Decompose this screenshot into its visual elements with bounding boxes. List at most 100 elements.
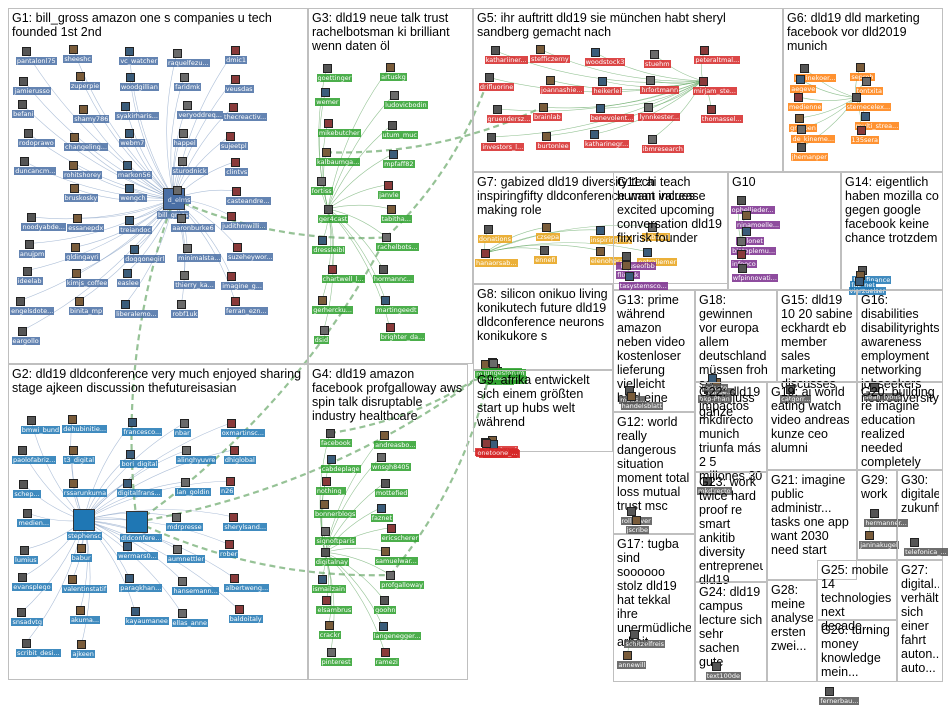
node-avatar[interactable] <box>796 75 805 84</box>
node-avatar[interactable] <box>17 608 26 617</box>
node-avatar[interactable] <box>19 480 28 489</box>
node-avatar[interactable] <box>856 63 865 72</box>
node-avatar[interactable] <box>318 296 327 305</box>
node-avatar[interactable] <box>327 648 336 657</box>
node-avatar[interactable] <box>173 545 182 554</box>
node-avatar[interactable] <box>16 297 25 306</box>
node-avatar[interactable] <box>321 548 330 557</box>
node-avatar[interactable] <box>324 205 333 214</box>
node-avatar[interactable] <box>387 524 396 533</box>
node-avatar[interactable] <box>18 327 27 336</box>
node-avatar[interactable] <box>648 135 657 144</box>
node-avatar[interactable] <box>379 622 388 631</box>
node-avatar[interactable] <box>328 265 337 274</box>
node-avatar[interactable] <box>861 112 870 121</box>
node-avatar[interactable] <box>25 240 34 249</box>
node-avatar[interactable] <box>231 158 240 167</box>
node-avatar[interactable] <box>800 64 809 73</box>
node-avatar[interactable] <box>126 511 148 533</box>
node-avatar[interactable] <box>180 419 189 428</box>
node-avatar[interactable] <box>18 573 27 582</box>
node-avatar[interactable] <box>235 605 244 614</box>
node-avatar[interactable] <box>632 516 641 525</box>
node-avatar[interactable] <box>125 216 134 225</box>
node-avatar[interactable] <box>910 538 919 547</box>
node-avatar[interactable] <box>320 326 329 335</box>
node-avatar[interactable] <box>177 300 186 309</box>
node-avatar[interactable] <box>742 211 751 220</box>
node-avatar[interactable] <box>707 105 716 114</box>
node-avatar[interactable] <box>386 63 395 72</box>
node-avatar[interactable] <box>865 531 874 540</box>
node-avatar[interactable] <box>321 527 330 536</box>
node-avatar[interactable] <box>325 621 334 630</box>
node-avatar[interactable] <box>737 196 746 205</box>
node-avatar[interactable] <box>737 237 746 246</box>
node-avatar[interactable] <box>650 50 659 59</box>
node-avatar[interactable] <box>738 264 747 273</box>
node-avatar[interactable] <box>389 150 398 159</box>
node-avatar[interactable] <box>182 446 191 455</box>
node-avatar[interactable] <box>825 687 834 696</box>
node-avatar[interactable] <box>18 446 27 455</box>
node-avatar[interactable] <box>76 72 85 81</box>
node-avatar[interactable] <box>327 455 336 464</box>
node-avatar[interactable] <box>862 77 871 86</box>
node-avatar[interactable] <box>379 265 388 274</box>
node-avatar[interactable] <box>183 101 192 110</box>
node-avatar[interactable] <box>539 103 548 112</box>
node-avatar[interactable] <box>180 271 189 280</box>
node-avatar[interactable] <box>324 119 333 128</box>
node-avatar[interactable] <box>482 439 491 448</box>
node-avatar[interactable] <box>596 226 605 235</box>
node-avatar[interactable] <box>70 184 79 193</box>
node-avatar[interactable] <box>797 143 806 152</box>
node-avatar[interactable] <box>322 596 331 605</box>
node-avatar[interactable] <box>322 477 331 486</box>
node-avatar[interactable] <box>630 630 639 639</box>
node-avatar[interactable] <box>857 126 866 135</box>
node-avatar[interactable] <box>226 132 235 141</box>
node-avatar[interactable] <box>71 243 80 252</box>
node-avatar[interactable] <box>125 47 134 56</box>
node-avatar[interactable] <box>377 504 386 513</box>
node-avatar[interactable] <box>489 359 498 368</box>
node-avatar[interactable] <box>627 507 636 516</box>
node-avatar[interactable] <box>123 269 132 278</box>
node-avatar[interactable] <box>540 246 549 255</box>
node-avatar[interactable] <box>69 479 78 488</box>
node-avatar[interactable] <box>225 540 234 549</box>
node-avatar[interactable] <box>491 46 500 55</box>
node-avatar[interactable] <box>18 100 27 109</box>
node-avatar[interactable] <box>596 247 605 256</box>
node-avatar[interactable] <box>546 76 555 85</box>
node-avatar[interactable] <box>622 252 631 261</box>
node-avatar[interactable] <box>737 250 746 259</box>
node-avatar[interactable] <box>70 133 79 142</box>
node-avatar[interactable] <box>627 392 636 401</box>
node-avatar[interactable] <box>317 177 326 186</box>
node-avatar[interactable] <box>75 297 84 306</box>
node-avatar[interactable] <box>180 73 189 82</box>
node-avatar[interactable] <box>390 91 399 100</box>
node-avatar[interactable] <box>121 102 130 111</box>
node-avatar[interactable] <box>326 429 335 438</box>
node-avatar[interactable] <box>386 323 395 332</box>
node-avatar[interactable] <box>387 205 396 214</box>
node-avatar[interactable] <box>68 415 77 424</box>
node-avatar[interactable] <box>382 233 391 242</box>
node-avatar[interactable] <box>125 574 134 583</box>
node-avatar[interactable] <box>125 184 134 193</box>
node-avatar[interactable] <box>73 509 95 531</box>
node-avatar[interactable] <box>622 261 631 270</box>
node-avatar[interactable] <box>797 125 806 134</box>
node-avatar[interactable] <box>69 161 78 170</box>
node-avatar[interactable] <box>76 606 85 615</box>
node-avatar[interactable] <box>542 223 551 232</box>
node-avatar[interactable] <box>131 607 140 616</box>
node-avatar[interactable] <box>229 513 238 522</box>
node-avatar[interactable] <box>233 243 242 252</box>
node-avatar[interactable] <box>72 269 81 278</box>
node-avatar[interactable] <box>481 249 490 258</box>
node-avatar[interactable] <box>590 130 599 139</box>
